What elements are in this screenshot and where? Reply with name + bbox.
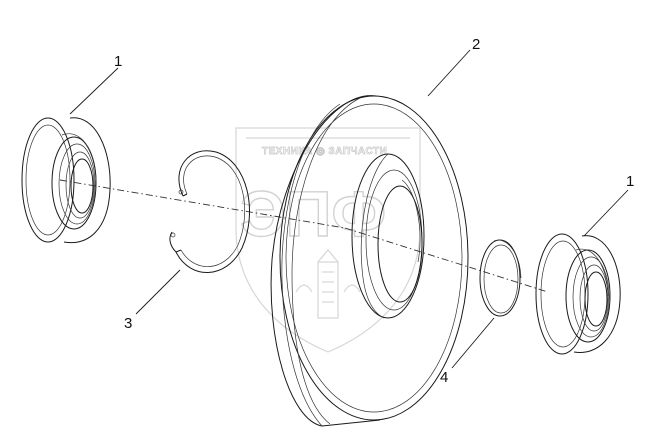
callout-pulley: 2 — [472, 36, 480, 53]
bearing-right — [535, 233, 621, 355]
callout-spacer-ring: 4 — [440, 369, 448, 386]
leader-bearing-right — [583, 189, 629, 237]
callout-retaining-ring: 3 — [124, 315, 132, 332]
leader-spacer-ring — [451, 317, 495, 369]
leader-pulley — [427, 49, 471, 97]
leader-retaining-ring — [135, 269, 181, 315]
pulley — [270, 95, 469, 427]
spacer-ring — [479, 239, 522, 317]
callout-bearing-left: 1 — [114, 53, 122, 70]
retaining-ring — [169, 150, 250, 273]
watermark-logo: ТЕХНИКА ◎ ЗАПЧАСТИ ЭПФ — [235, 127, 421, 353]
center-axis — [59, 179, 549, 293]
bearing-left — [21, 117, 111, 244]
callout-bearing-right: 1 — [626, 173, 634, 190]
watermark-top-text: ТЕХНИКА ◎ ЗАПЧАСТИ — [262, 146, 387, 157]
watermark-building-icon — [295, 249, 361, 319]
leader-bearing-left — [69, 67, 119, 115]
